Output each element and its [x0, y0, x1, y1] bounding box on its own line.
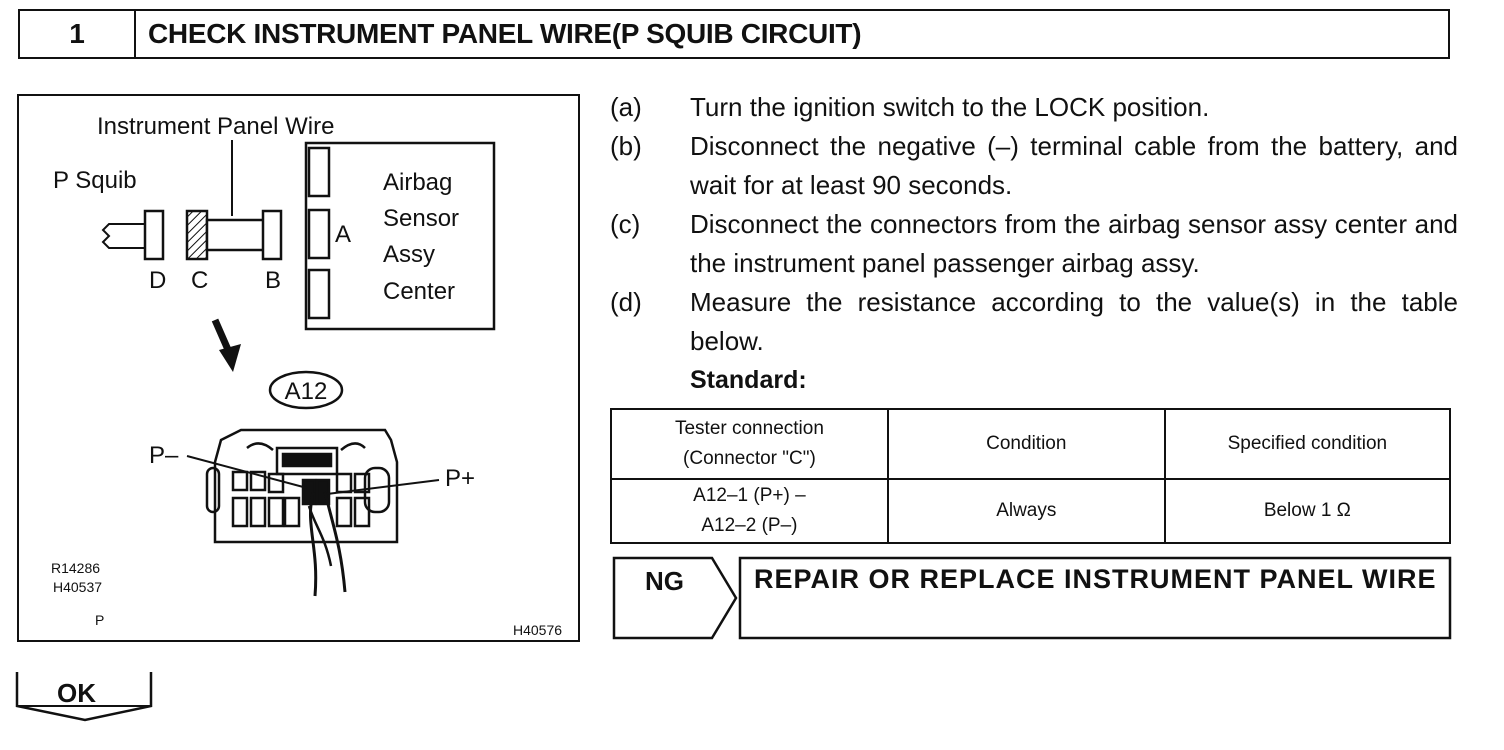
ref-code-1: R14286	[51, 560, 100, 576]
connector-d-label: D	[149, 267, 166, 294]
ref-code-2: H40537	[53, 579, 102, 595]
table-header-row: Tester connection (Connector "C") Condit…	[610, 408, 1452, 480]
table-cell: A12–1 (P+) – A12–2 (P–)	[610, 478, 889, 544]
pin-plus-label: P+	[445, 465, 475, 492]
table-row: A12–1 (P+) – A12–2 (P–) Always Below 1 Ω	[610, 478, 1452, 544]
step-item: (c) Disconnect the connectors from the a…	[610, 205, 1458, 283]
wire-label: Instrument Panel Wire	[97, 113, 334, 140]
sensor-label-line3: Assy	[383, 241, 435, 268]
table-header-cell: Condition	[886, 408, 1166, 480]
squib-label: P Squib	[53, 167, 137, 194]
table-cell: Below 1 Ω	[1163, 478, 1452, 544]
ng-result-block: NG REPAIR OR REPLACE INSTRUMENT PANEL WI…	[612, 556, 1452, 642]
connection-line2: A12–2 (P–)	[701, 515, 798, 536]
step-text: Turn the ignition switch to the LOCK pos…	[690, 92, 1210, 122]
pin-minus-label: P–	[149, 442, 179, 469]
step-label: (b)	[610, 131, 642, 161]
figure-code: H40576	[513, 622, 562, 638]
connector-b-label: B	[265, 267, 281, 294]
step-text: Disconnect the negative (–) terminal cab…	[690, 131, 1458, 200]
step-label: (c)	[610, 209, 641, 239]
step-title: CHECK INSTRUMENT PANEL WIRE(P SQUIB CIRC…	[148, 18, 862, 49]
header-connection-line1: Tester connection	[674, 418, 824, 439]
pin-minus-leader	[186, 455, 308, 489]
ref-code-p: P	[95, 612, 104, 628]
step-text: Measure the resistance according to the …	[690, 287, 1458, 356]
sensor-label-line1: Airbag	[383, 169, 452, 196]
ok-result-block: OK	[15, 670, 155, 722]
step-label: (a)	[610, 92, 642, 122]
connector-c	[185, 209, 209, 261]
header-connection-line2: (Connector "C")	[683, 448, 816, 469]
ng-arrow-frame	[612, 556, 1452, 640]
connector-face	[205, 428, 399, 597]
step-label: (d)	[610, 287, 642, 317]
ok-label: OK	[57, 678, 96, 708]
standard-label: Standard:	[690, 366, 807, 394]
wire-harness	[205, 218, 267, 252]
table-header-cell: Specified condition	[1163, 408, 1452, 480]
table-cell: Always	[886, 478, 1166, 544]
sensor-label-line4: Center	[383, 278, 455, 305]
resistance-spec-table: Tester connection (Connector "C") Condit…	[610, 408, 1452, 544]
connector-a	[307, 208, 331, 260]
connector-id-badge	[268, 370, 344, 410]
step-text: Disconnect the connectors from the airba…	[690, 209, 1458, 278]
step-item: (a) Turn the ignition switch to the LOCK…	[610, 88, 1458, 127]
sensor-label-line2: Sensor	[383, 205, 459, 232]
step-item: (b) Disconnect the negative (–) terminal…	[610, 127, 1458, 205]
connector-a-label: A	[335, 221, 351, 248]
connector-b	[261, 209, 283, 261]
down-arrow-icon	[211, 318, 241, 372]
connector-c-label: C	[191, 267, 208, 294]
wiring-diagram-svg: Instrument Panel Wire P Squib D C B A Ai…	[51, 113, 562, 638]
step-item: (d) Measure the resistance according to …	[610, 283, 1458, 361]
table-header-cell: Tester connection (Connector "C")	[610, 408, 889, 480]
airbag-sensor-box	[304, 141, 496, 331]
instruction-list: (a) Turn the ignition switch to the LOCK…	[610, 88, 1458, 361]
connection-line1: A12–1 (P+) –	[693, 485, 806, 506]
squib-plug-icon	[101, 223, 127, 249]
ng-label: NG	[645, 566, 684, 596]
pin-plus-leader	[326, 479, 440, 495]
connector-d	[143, 209, 165, 261]
ok-arrow-frame	[15, 672, 153, 722]
step-number: 1	[20, 11, 136, 57]
wiring-illustration: Instrument Panel Wire P Squib D C B A Ai…	[17, 94, 580, 642]
connector-id-label: A12	[285, 378, 328, 405]
step-header: 1 CHECK INSTRUMENT PANEL WIRE(P SQUIB CI…	[18, 9, 1450, 59]
ng-action-text: REPAIR OR REPLACE INSTRUMENT PANEL WIRE	[754, 564, 1437, 594]
